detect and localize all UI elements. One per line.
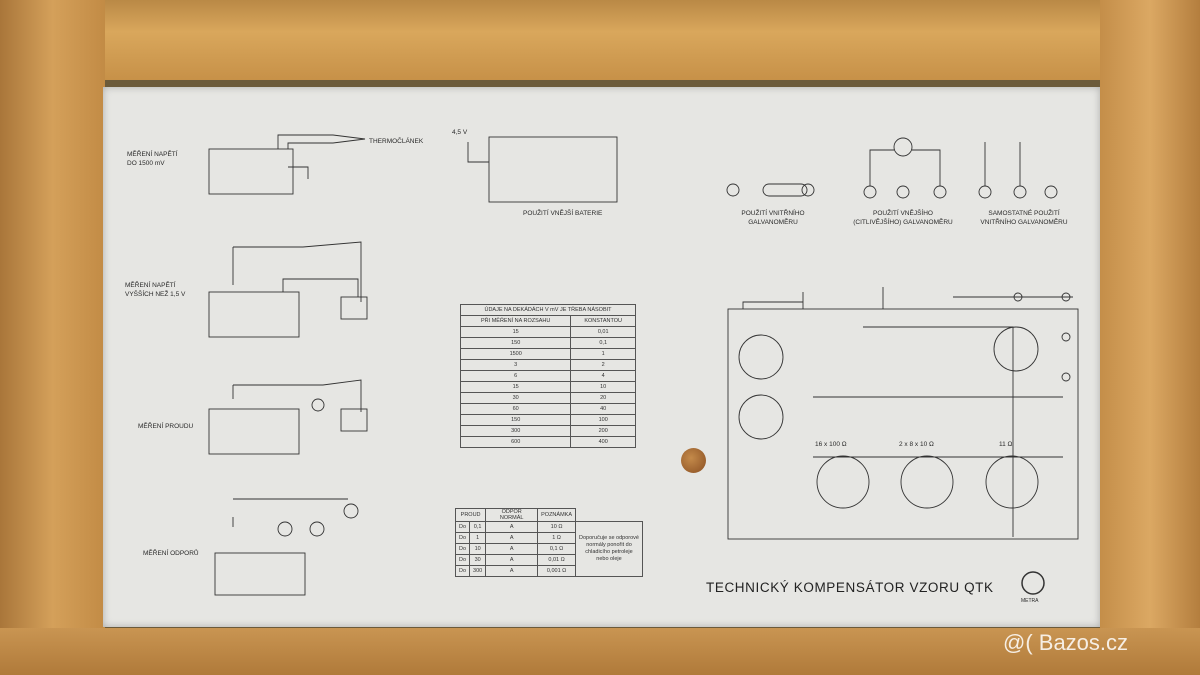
- decades-range-cell: 1500: [459, 348, 572, 360]
- external-battery-label: POUŽITÍ VNĚJŠÍ BATERIE: [523, 210, 603, 217]
- thermo-label: THERMOČLÁNEK: [369, 138, 424, 145]
- galv-inner-line1: POUŽITÍ VNITŘNÍHO: [741, 210, 805, 217]
- current-do-cell: Do: [454, 543, 471, 555]
- current-do-cell: Do: [454, 554, 471, 566]
- current-do-cell: Do: [454, 565, 471, 577]
- decades-const-cell: 200: [570, 425, 636, 437]
- decades-title: ÚDAJE NA DEKÁDÁCH V mV JE TŘEBA NÁSOBIT: [460, 304, 636, 316]
- current-col-proud: PROUD: [454, 508, 487, 522]
- galv-inner-line2: GALVANOMĚRU: [748, 219, 798, 226]
- brand-title: TECHNICKÝ KOMPENSÁTOR VZORU QTK: [706, 580, 994, 595]
- current-resistor-cell: 1 Ω: [537, 532, 576, 544]
- current-do-cell: Do: [454, 521, 471, 533]
- decades-range-cell: 30: [459, 392, 572, 404]
- current-unit-cell: A: [485, 554, 539, 566]
- decades-const-cell: 10: [570, 381, 636, 393]
- decade-label-3: 11 Ω: [999, 441, 1013, 448]
- logo-text: METRA: [1021, 598, 1039, 604]
- label-proudu: MĚŘENÍ PROUDU: [138, 423, 194, 430]
- wiring-diagrams: [208, 134, 1079, 596]
- current-value-cell: 10: [469, 543, 487, 555]
- current-do-cell: Do: [454, 532, 471, 544]
- galv-separate-line2: VNITŘNÍHO GALVANOMĚRU: [980, 219, 1068, 226]
- current-col-poznamka: POZNÁMKA: [537, 508, 576, 522]
- decades-col-const: KONSTANTOU: [570, 315, 636, 327]
- current-resistor-cell: 0,001 Ω: [537, 565, 576, 577]
- galv-outer-line2: (CITLIVĚJŠÍHO) GALVANOMĚRU: [853, 219, 953, 226]
- decades-const-cell: 20: [570, 392, 636, 404]
- decades-range-cell: 150: [459, 414, 572, 426]
- decades-const-cell: 1: [570, 348, 636, 360]
- decades-range-cell: 600: [459, 436, 572, 448]
- decades-table: ÚDAJE NA DEKÁDÁCH V mV JE TŘEBA NÁSOBIT …: [459, 304, 636, 448]
- coin: [681, 448, 706, 473]
- current-value-cell: 30: [469, 554, 487, 566]
- galv-separate-line1: SAMOSTATNÉ POUŽITÍ: [988, 210, 1060, 217]
- decades-range-cell: 15: [459, 381, 572, 393]
- wood-frame-left: [0, 0, 105, 675]
- galv-outer-line1: POUŽITÍ VNĚJŠÍHO: [873, 210, 933, 217]
- current-unit-cell: A: [485, 521, 539, 533]
- label-odporu: MĚŘENÍ ODPORŮ: [143, 550, 199, 557]
- decades-range-cell: 6: [459, 370, 572, 382]
- current-value-cell: 300: [469, 565, 487, 577]
- decades-const-cell: 2: [570, 359, 636, 371]
- label-napeti-1500-line2: DO 1500 mV: [127, 160, 165, 167]
- decade-label-2: 2 x 8 x 10 Ω: [899, 441, 934, 448]
- current-resistor-cell: 0,01 Ω: [537, 554, 576, 566]
- current-unit-cell: A: [485, 532, 539, 544]
- current-note: Doporučuje se odporové normály ponořit d…: [575, 521, 643, 577]
- decades-const-cell: 400: [570, 436, 636, 448]
- decades-range-cell: 15: [459, 326, 572, 338]
- battery-voltage: 4,5 V: [452, 129, 468, 136]
- decades-const-cell: 0,1: [570, 337, 636, 349]
- decades-const-cell: 4: [570, 370, 636, 382]
- decades-const-cell: 40: [570, 403, 636, 415]
- label-napeti-1500-line1: MĚŘENÍ NAPĚTÍ: [127, 151, 178, 158]
- decades-range-cell: 150: [459, 337, 572, 349]
- current-col-odpor: ODPOR NORMÁL: [485, 508, 539, 522]
- current-unit-cell: A: [485, 543, 539, 555]
- current-resistor-cell: 0,1 Ω: [537, 543, 576, 555]
- label-napeti-vyssich-line2: VYŠŠÍCH NEŽ 1,5 V: [125, 291, 186, 298]
- decades-const-cell: 0,01: [570, 326, 636, 338]
- decades-range-cell: 300: [459, 425, 572, 437]
- label-napeti-vyssich-line1: MĚŘENÍ NAPĚTÍ: [125, 282, 176, 289]
- decades-col-range: PŘI MĚŘENÍ NA ROZSAHU: [459, 315, 572, 327]
- wood-frame-top: [0, 0, 1200, 80]
- current-unit-cell: A: [485, 565, 539, 577]
- current-resistor-cell: 10 Ω: [537, 521, 576, 533]
- current-value-cell: 0,1: [469, 521, 487, 533]
- decade-label-1: 16 x 100 Ω: [815, 441, 847, 448]
- instruction-panel: MĚŘENÍ NAPĚTÍ DO 1500 mV THERMOČLÁNEK MĚ…: [103, 87, 1100, 627]
- wood-frame-bottom: [0, 628, 1200, 675]
- current-value-cell: 1: [469, 532, 487, 544]
- decades-const-cell: 100: [570, 414, 636, 426]
- watermark: @( Bazos.cz: [1003, 630, 1129, 655]
- decades-range-cell: 60: [459, 403, 572, 415]
- decades-range-cell: 3: [459, 359, 572, 371]
- wood-frame-right: [1100, 0, 1200, 675]
